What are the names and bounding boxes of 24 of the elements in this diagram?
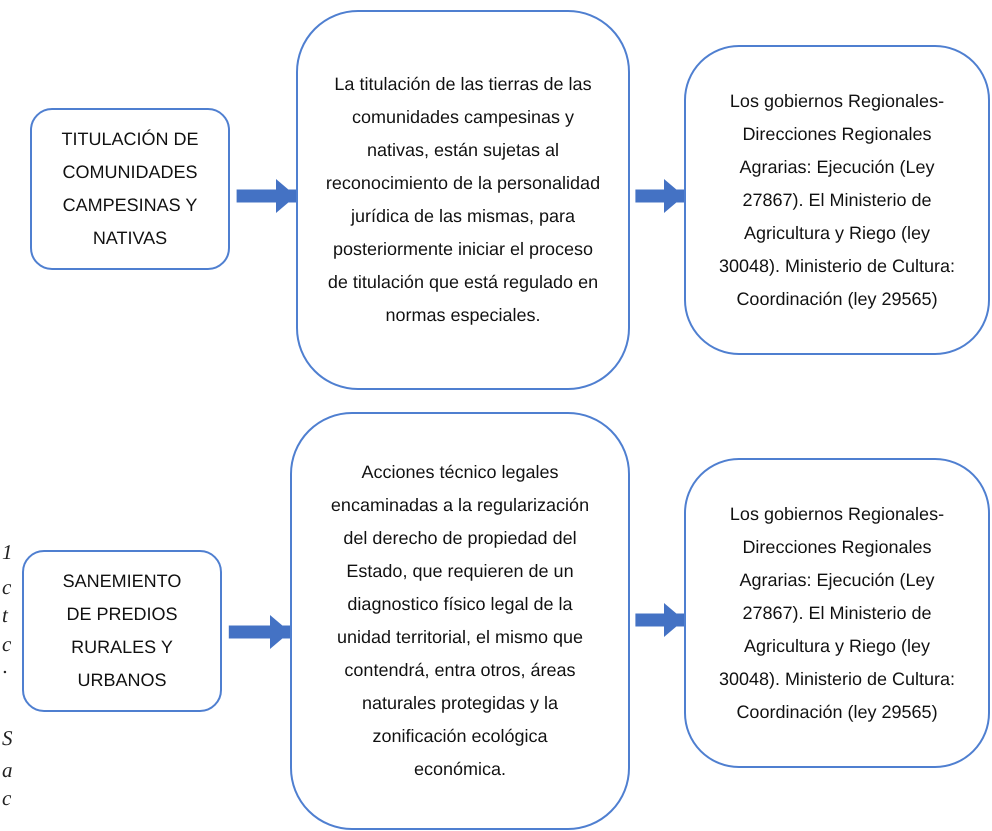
- process-box: [30, 108, 230, 270]
- process-box: [684, 458, 990, 768]
- cut-off-text: 1: [2, 540, 12, 565]
- process-box: [290, 412, 630, 830]
- process-box: [296, 10, 630, 390]
- block-arrow: [236, 179, 296, 213]
- box-text: La titulación de las tierras de las comunidades campesinas y nativas, están sujetas al reconocimiento de la personalidad jurídica de las mismas, para posteriormente iniciar el proceso de titulación que está regulado en normas especiales.: [325, 73, 601, 327]
- cut-off-text: a: [2, 758, 12, 783]
- cut-off-text: c: [2, 786, 12, 811]
- block-arrow: [228, 615, 290, 649]
- cut-off-text: c: [2, 632, 12, 657]
- block-arrow: [635, 603, 684, 637]
- block-arrow: [635, 179, 684, 213]
- box-text: Acciones técnico legales encaminadas a la regularización del derecho de propiedad del Estado, que requieren de un diagnostico físico legal de la unidad territorial, el mismo que contendrá, entra otros, áreas naturales protegidas y la zonificación ecológica económica.: [330, 461, 590, 781]
- cut-off-text: c: [2, 575, 12, 600]
- process-box: [22, 550, 222, 712]
- process-box: [684, 45, 990, 355]
- box-text: Los gobiernos Regionales-Direcciones Regionales Agrarias: Ejecución (Ley 27867). El Ministerio de Agricultura y Riego (ley 30048). Ministerio de Cultura: Coordinación (ley 29565): [718, 90, 956, 311]
- box-text: SANEMIENTO DE PREDIOS RURALES Y URBANOS: [62, 570, 182, 692]
- box-text: Los gobiernos Regionales-Direcciones Regionales Agrarias: Ejecución (Ley 27867). El Ministerio de Agricultura y Riego (ley 30048). Ministerio de Cultura: Coordinación (ley 29565): [718, 502, 956, 724]
- box-text: TITULACIÓN DE COMUNIDADES CAMPESINAS Y NATIVAS: [60, 128, 200, 250]
- cut-off-text: ·: [2, 660, 8, 685]
- cut-off-text: t: [2, 603, 8, 628]
- cut-off-text: S: [2, 726, 12, 751]
